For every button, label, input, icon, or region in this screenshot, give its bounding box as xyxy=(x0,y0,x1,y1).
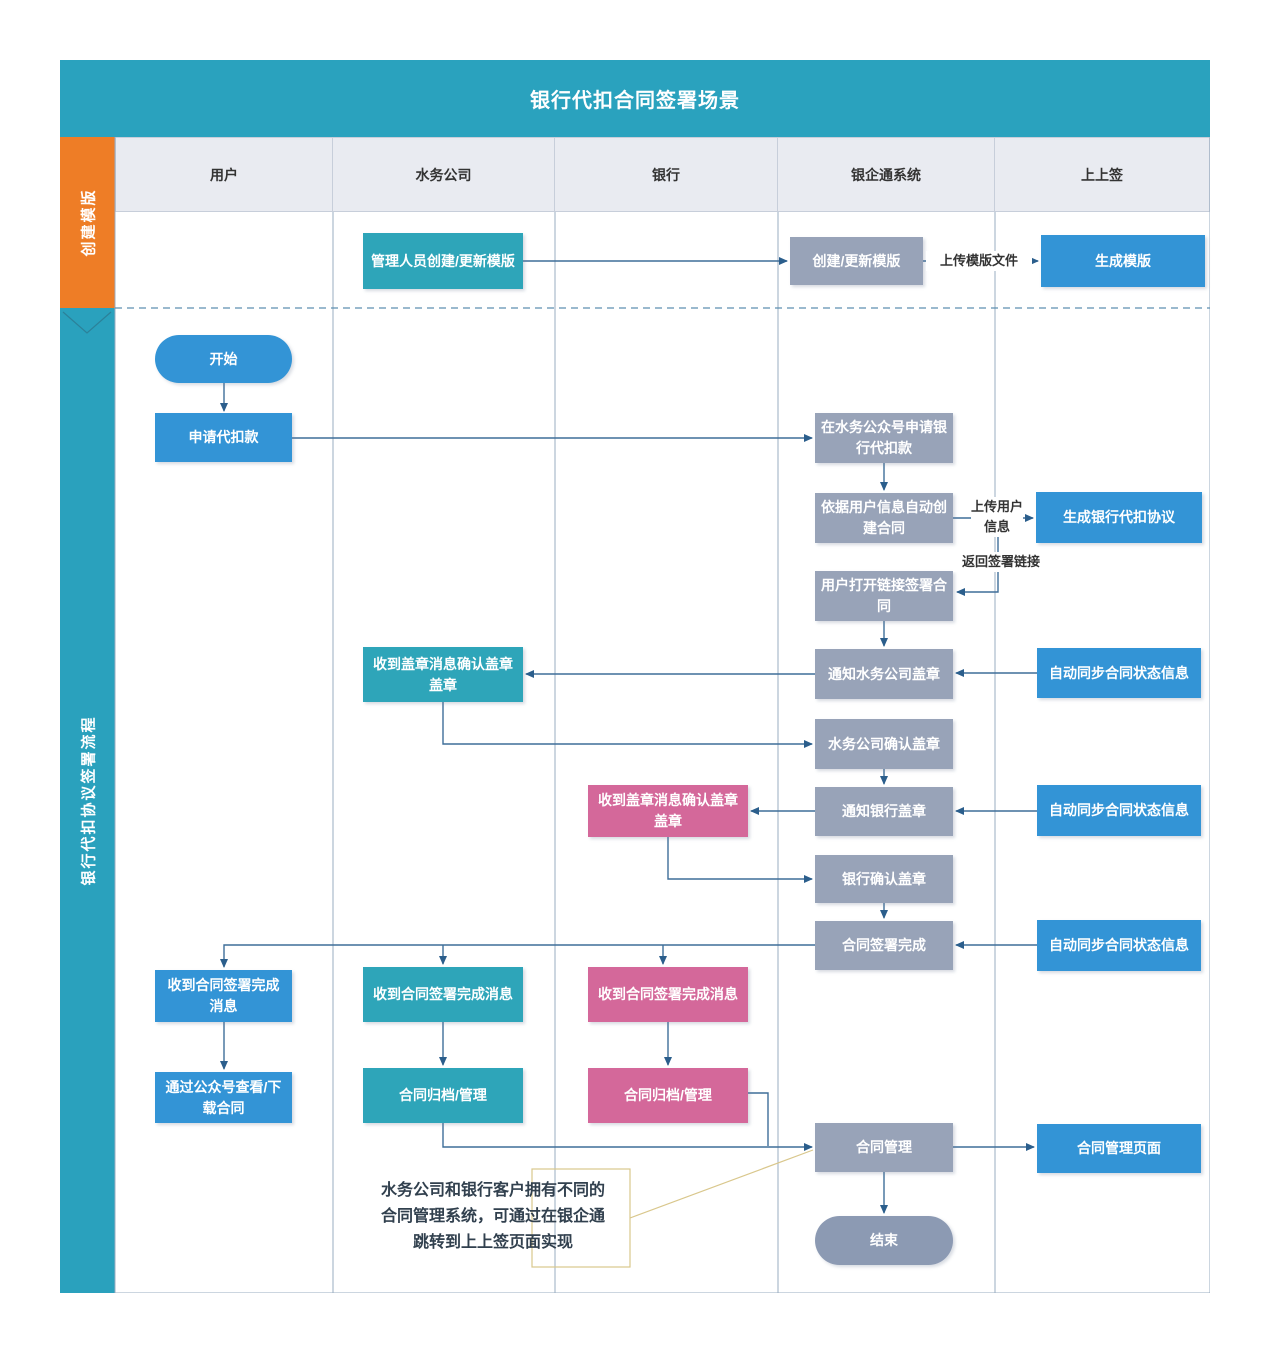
node-label: 生成银行代扣协议 xyxy=(1063,509,1175,525)
node-label: 收到盖章消息确认盖章盖章 xyxy=(373,655,513,693)
node-sync-contract-status-3[interactable]: 自动同步合同状态信息 xyxy=(1037,920,1201,971)
node-label: 开始 xyxy=(209,350,238,367)
node-template-generate[interactable]: 生成模版 xyxy=(1041,235,1205,287)
node-contract-sign-complete[interactable]: 合同签署完成 xyxy=(815,921,953,970)
node-label: 水务公司确认盖章 xyxy=(828,735,940,752)
node-label: 银行确认盖章 xyxy=(842,870,926,887)
column-header-bank: 银行 xyxy=(555,137,778,212)
node-label: 在水务公众号申请银行代扣款 xyxy=(821,419,947,456)
node-label: 通知水务公司盖章 xyxy=(828,665,940,682)
node-label: 通知银行盖章 xyxy=(842,803,926,819)
node-notify-water-seal[interactable]: 通知水务公司盖章 xyxy=(815,649,953,699)
node-water-receive-seal-message[interactable]: 收到盖章消息确认盖章盖章 xyxy=(363,647,523,702)
diagram-title: 银行代扣合同签署场景 xyxy=(530,90,740,112)
node-label: 合同管理页面 xyxy=(1077,1140,1161,1156)
node-generate-bank-agreement[interactable]: 生成银行代扣协议 xyxy=(1036,492,1202,543)
node-label: 自动同步合同状态信息 xyxy=(1049,664,1189,681)
edge-label-upload-template: 上传模版文件 xyxy=(926,251,1032,271)
node-auto-create-contract[interactable]: 依据用户信息自动创建合同 xyxy=(815,493,953,543)
flow-nodes-layer: 管理人员创建/更新模版 创建/更新模版 生成模版开始申请代扣款 在水务公众号申请银行代… xyxy=(60,60,1210,1293)
node-label: 结束 xyxy=(870,1232,898,1248)
node-template-admin-create-update[interactable]: 管理人员创建/更新模版 xyxy=(363,233,523,289)
edges-layer xyxy=(62,137,1210,1293)
node-label: 收到合同签署完成消息 xyxy=(598,986,738,1002)
node-sync-contract-status-2[interactable]: 自动同步合同状态信息 xyxy=(1037,785,1201,836)
lane-collapse-chevron-icon xyxy=(62,311,112,334)
node-apply-on-water-official-account[interactable]: 在水务公众号申请银行代扣款 xyxy=(815,413,953,463)
node-sync-contract-status-1[interactable]: 自动同步合同状态信息 xyxy=(1037,648,1201,698)
node-contract-manage-page[interactable]: 合同管理页面 xyxy=(1037,1124,1201,1173)
edge-label-return-sign-link: 返回签署链接 xyxy=(953,552,1049,572)
node-template-create-update[interactable]: 创建/更新模版 xyxy=(790,237,923,285)
node-water-contract-archive[interactable]: 合同归档/管理 xyxy=(363,1068,523,1123)
column-grid-lines xyxy=(114,137,1210,1293)
column-header-water-company: 水务公司 xyxy=(333,137,555,212)
node-user-open-link-sign[interactable]: 用户打开链接签署合同 xyxy=(815,571,953,621)
lane-create-template: 创建模版 xyxy=(60,137,115,308)
node-label: 合同归档/管理 xyxy=(399,1087,487,1103)
node-label: 收到盖章消息确认盖章盖章 xyxy=(598,792,738,829)
node-user-view-download-contract[interactable]: 通过公众号查看/下载合同 xyxy=(155,1072,292,1123)
node-bank-receive-seal-message[interactable]: 收到盖章消息确认盖章盖章 xyxy=(588,785,748,837)
node-end[interactable]: 结束 xyxy=(815,1216,953,1265)
column-header-user: 用户 xyxy=(115,137,333,212)
column-header-bestsign: 上上签 xyxy=(995,137,1210,212)
node-label: 生成模版 xyxy=(1095,252,1151,269)
node-label: 用户打开链接签署合同 xyxy=(821,577,947,614)
node-water-receive-complete-message[interactable]: 收到合同签署完成消息 xyxy=(363,967,523,1022)
node-label: 合同管理 xyxy=(856,1139,912,1155)
node-user-receive-complete-message[interactable]: 收到合同签署完成消息 xyxy=(155,970,292,1022)
column-header-bank-enterprise-system: 银企通系统 xyxy=(778,137,995,212)
node-label: 通过公众号查看/下载合同 xyxy=(165,1078,282,1116)
flow-edges xyxy=(220,257,1039,1214)
node-label: 合同签署完成 xyxy=(842,937,926,953)
lane-signing-flow: 银行代扣协议签署流程 xyxy=(60,308,115,1293)
annotation-leader-line xyxy=(629,1149,814,1219)
swimlane-column-headers: 用户 水务公司 银行 银企通系统 上上签 xyxy=(115,137,1210,212)
node-label: 合同归档/管理 xyxy=(624,1087,712,1103)
node-label: 自动同步合同状态信息 xyxy=(1049,802,1189,818)
node-label: 管理人员创建/更新模版 xyxy=(371,252,515,269)
node-notify-bank-seal[interactable]: 通知银行盖章 xyxy=(815,787,953,836)
node-label: 收到合同签署完成消息 xyxy=(167,977,280,1014)
diagram-title-bar: 银行代扣合同签署场景 xyxy=(60,60,1210,137)
node-start[interactable]: 开始 xyxy=(155,335,292,383)
flowchart-canvas: 银行代扣合同签署场景 创建模版 银行代扣协议签署流程 用户 水务公司 银行 银企… xyxy=(60,60,1210,1293)
node-label: 依据用户信息自动创建合同 xyxy=(821,499,947,536)
node-water-confirm-seal[interactable]: 水务公司确认盖章 xyxy=(815,719,953,769)
node-label: 申请代扣款 xyxy=(188,429,259,445)
edge-label-upload-user-info: 上传用户信息 xyxy=(971,497,1023,537)
node-label: 创建/更新模版 xyxy=(812,252,901,269)
node-bank-contract-archive[interactable]: 合同归档/管理 xyxy=(588,1068,748,1123)
node-apply-deduction[interactable]: 申请代扣款 xyxy=(155,413,292,462)
node-contract-manage[interactable]: 合同管理 xyxy=(815,1123,953,1172)
node-label: 收到合同签署完成消息 xyxy=(373,986,513,1002)
annotation-text: 水务公司和银行客户拥有不同的合同管理系统，可通过在银企通跳转到上上签页面实现 xyxy=(380,1182,605,1251)
node-label: 自动同步合同状态信息 xyxy=(1049,937,1189,953)
node-bank-confirm-seal[interactable]: 银行确认盖章 xyxy=(815,855,953,903)
node-bank-receive-complete-message[interactable]: 收到合同签署完成消息 xyxy=(588,967,748,1022)
